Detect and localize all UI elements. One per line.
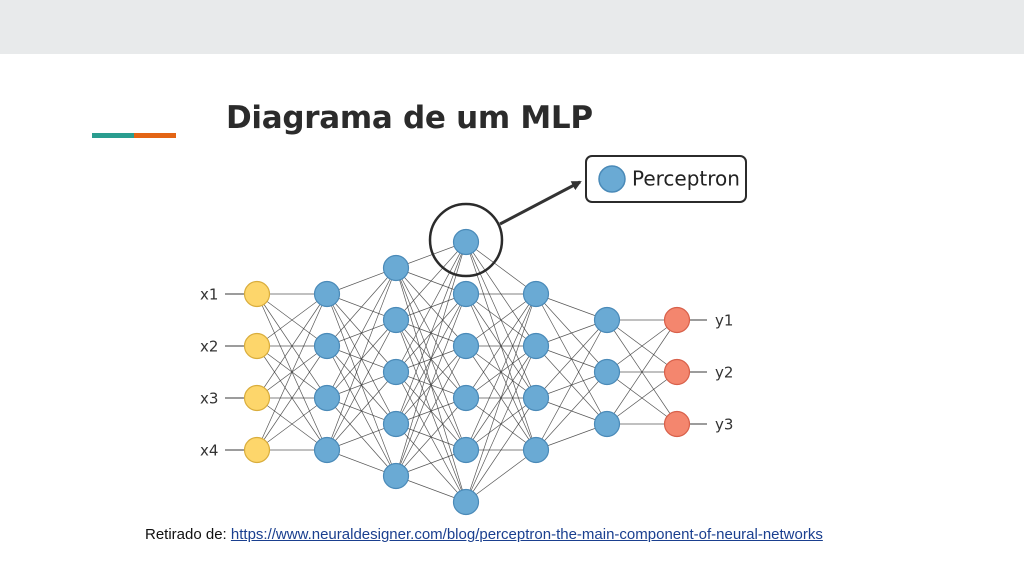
connection-edge bbox=[535, 371, 608, 451]
caption-prefix: Retirado de: bbox=[145, 526, 227, 543]
hidden-neuron bbox=[452, 332, 480, 360]
hidden-neuron bbox=[593, 306, 621, 334]
perceptron-callout: Perceptron bbox=[428, 155, 747, 278]
highlight-ring bbox=[428, 202, 504, 278]
callout-neuron-icon bbox=[598, 165, 626, 193]
connection-edge bbox=[326, 267, 397, 399]
hidden-neuron bbox=[522, 332, 550, 360]
connection-edge bbox=[465, 345, 537, 503]
input-neuron bbox=[243, 384, 271, 412]
title-accent-line bbox=[92, 133, 176, 138]
output-label: y1 bbox=[715, 312, 733, 330]
connection-edge bbox=[395, 397, 467, 477]
hidden-neuron bbox=[593, 358, 621, 386]
connection-edge bbox=[606, 319, 678, 425]
hidden-neuron bbox=[452, 436, 480, 464]
hidden-neuron bbox=[452, 384, 480, 412]
source-caption: Retirado de: https://www.neuraldesigner.… bbox=[145, 526, 823, 543]
hidden-neuron bbox=[382, 358, 410, 386]
connection-edge bbox=[256, 293, 328, 451]
hidden-neuron bbox=[313, 436, 341, 464]
connection-edge bbox=[395, 293, 467, 477]
connection-edge bbox=[465, 293, 537, 399]
output-neuron bbox=[663, 358, 691, 386]
connection-edge bbox=[395, 345, 467, 477]
source-link[interactable]: https://www.neuraldesigner.com/blog/perc… bbox=[230, 526, 823, 543]
connection-edge bbox=[535, 319, 608, 451]
connection-edge bbox=[256, 293, 328, 347]
connection-edge bbox=[395, 241, 467, 321]
connection-edge bbox=[326, 319, 397, 451]
hidden-neuron bbox=[452, 488, 480, 516]
connection-edge bbox=[535, 319, 608, 399]
output-label: y3 bbox=[715, 416, 733, 434]
connection-edge bbox=[465, 293, 537, 503]
output-neuron bbox=[663, 306, 691, 334]
connection-edge bbox=[395, 241, 467, 477]
hidden-neuron bbox=[382, 254, 410, 282]
input-label: x4 bbox=[200, 442, 218, 460]
hidden-neuron bbox=[452, 280, 480, 308]
hidden-neuron bbox=[382, 462, 410, 490]
callout-box bbox=[585, 155, 747, 203]
hidden-neuron bbox=[382, 306, 410, 334]
output-neuron bbox=[663, 410, 691, 438]
connection-edge bbox=[465, 397, 537, 503]
node-labels: x1 x2 x3 x4 y1 y2 y3 bbox=[200, 286, 733, 460]
input-label: x1 bbox=[200, 286, 218, 304]
connection-edge bbox=[256, 397, 328, 451]
top-band bbox=[0, 0, 1024, 54]
connection-edge bbox=[465, 293, 537, 451]
connection-edge bbox=[326, 267, 397, 451]
hidden-neuron bbox=[522, 280, 550, 308]
hidden-neuron bbox=[522, 436, 550, 464]
connection-edge bbox=[256, 293, 328, 399]
connection-edge bbox=[465, 449, 537, 503]
slide-title: Diagrama de um MLP bbox=[226, 100, 593, 136]
connection-edge bbox=[606, 319, 678, 373]
hidden-neuron bbox=[313, 280, 341, 308]
connection-edge bbox=[606, 371, 678, 425]
input-neuron bbox=[243, 332, 271, 360]
hidden-neuron bbox=[593, 410, 621, 438]
connection-edge bbox=[395, 241, 467, 373]
hidden-neuron bbox=[382, 410, 410, 438]
callout-label: Perceptron bbox=[632, 167, 740, 191]
input-neuron bbox=[243, 280, 271, 308]
input-label: x2 bbox=[200, 338, 218, 356]
callout-arrow bbox=[499, 180, 582, 226]
hidden-neuron bbox=[522, 384, 550, 412]
output-label: y2 bbox=[715, 364, 733, 382]
connection-edge bbox=[465, 293, 537, 347]
mlp-diagram: x1 x2 x3 x4 y1 y2 y3 Perceptron bbox=[200, 155, 747, 516]
connection-edge bbox=[395, 241, 467, 425]
hidden-neuron bbox=[452, 228, 480, 256]
connection-edge bbox=[256, 345, 328, 451]
accent-teal-segment bbox=[92, 133, 134, 138]
connection-edge bbox=[326, 371, 397, 451]
hidden-neuron bbox=[313, 384, 341, 412]
connection-edge bbox=[326, 267, 397, 347]
hidden-neuron bbox=[313, 332, 341, 360]
connection-edge bbox=[465, 241, 537, 295]
accent-orange-segment bbox=[134, 133, 176, 138]
input-label: x3 bbox=[200, 390, 218, 408]
input-neuron bbox=[243, 436, 271, 464]
neuron-nodes bbox=[243, 228, 691, 516]
